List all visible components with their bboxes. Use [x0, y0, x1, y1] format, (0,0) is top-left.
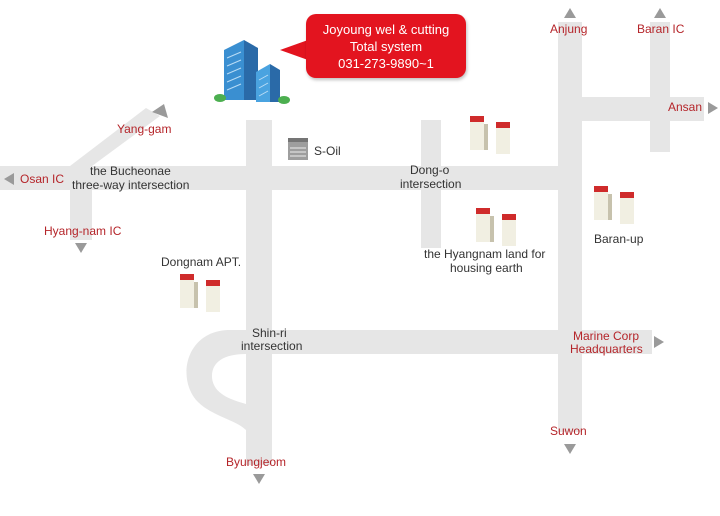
company-name: Joyoung wel & cutting — [322, 22, 450, 37]
company-callout: Joyoung wel & cutting Total system 031-2… — [306, 14, 466, 78]
label-byungjeom: Byungjeom — [226, 455, 287, 469]
company-subtitle: Total system — [349, 39, 423, 54]
label-anjung: Anjung — [550, 22, 588, 36]
callout-pointer — [280, 40, 308, 60]
direction-arrows — [4, 8, 718, 484]
label-marine-corp-headquarters: Headquarters — [570, 342, 643, 356]
roads — [0, 22, 704, 465]
main-horizontal-road — [0, 166, 582, 190]
baran-ic-road — [650, 22, 670, 152]
arrow-up-anjung-icon — [564, 8, 576, 18]
arrow-diag-yang-gam-icon — [152, 104, 168, 118]
arrow-down-suwon-icon — [564, 444, 576, 454]
apartment-icon — [470, 116, 510, 154]
label-dong-o-intersection: intersection — [400, 177, 462, 191]
gas-station-icon — [288, 138, 308, 160]
dong-o-branch-road — [421, 120, 441, 248]
shin-ri-loop-road — [186, 330, 246, 430]
arrow-up-baran-ic-icon — [654, 8, 666, 18]
label-marine-corp: Marine Corp — [573, 329, 640, 343]
apartment-icon — [594, 186, 634, 224]
label-dong-o: Dong-o — [410, 163, 450, 177]
arrow-down-hyang-nam-icon — [75, 243, 87, 253]
arrow-right-marine-icon — [654, 336, 664, 348]
label-s-oil: S-Oil — [314, 144, 341, 158]
arrow-left-osan-icon — [4, 173, 14, 185]
anjung-suwon-road — [558, 22, 582, 432]
label-dongnam-apt: Dongnam APT. — [161, 255, 242, 269]
label-hyang-nam-ic: Hyang-nam IC — [44, 224, 122, 238]
label-ansan: Ansan — [668, 100, 703, 114]
label-yang-gam: Yang-gam — [117, 122, 172, 136]
label-bucheonae-intersection: three-way intersection — [72, 178, 190, 192]
arrow-right-ansan-icon — [708, 102, 718, 114]
company-phone: 031-273-9890~1 — [338, 56, 434, 71]
label-baran-ic: Baran IC — [637, 22, 685, 36]
label-osan-ic: Osan IC — [20, 172, 65, 186]
label-baran-up: Baran-up — [594, 232, 644, 246]
west-vertical-road — [246, 120, 272, 465]
apartment-icon — [476, 208, 516, 246]
label-bucheonae: the Bucheonae — [90, 164, 171, 178]
hyang-nam-branch-road — [70, 190, 92, 240]
label-shin-ri: Shin-ri — [252, 326, 287, 340]
label-hyangnam-land-housing: housing earth — [450, 261, 523, 275]
ansan-road — [582, 97, 704, 121]
office-building-icon — [214, 40, 290, 104]
yang-gam-branch-road — [70, 108, 160, 166]
shin-ri-road — [246, 330, 652, 354]
arrow-down-byungjeom-icon — [253, 474, 265, 484]
label-hyangnam-land: the Hyangnam land for — [424, 247, 546, 261]
label-suwon: Suwon — [550, 424, 587, 438]
apartment-icon — [180, 274, 220, 312]
label-shin-ri-intersection: intersection — [241, 339, 303, 353]
